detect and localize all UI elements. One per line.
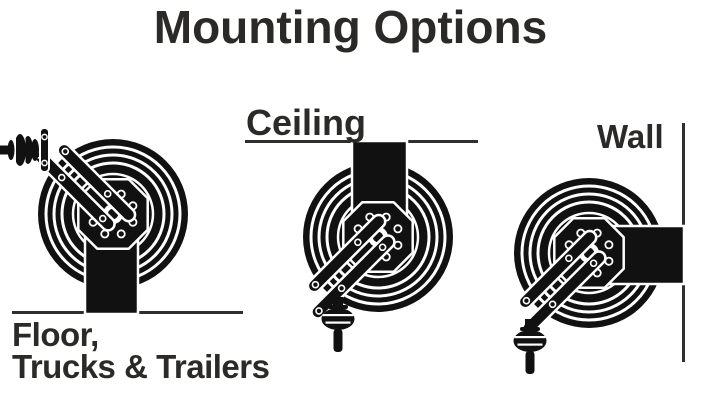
hose-fitting-icon xyxy=(0,127,50,173)
hose-reel-ceiling-icon xyxy=(292,139,455,352)
wall-mount-label: Wall xyxy=(597,118,664,155)
floor-mount-label: Floor, Trucks & Trailers xyxy=(12,316,270,385)
page-title: Mounting Options xyxy=(153,1,548,53)
ceiling-mount-label: Ceiling xyxy=(246,102,367,143)
floor-label-line2: Trucks & Trailers xyxy=(12,348,270,385)
hose-reel-wall-icon xyxy=(503,176,686,374)
hose-reel-floor-icon xyxy=(0,127,190,316)
floor-label-line1: Floor, xyxy=(12,316,99,353)
hose-fitting-icon xyxy=(513,319,547,374)
